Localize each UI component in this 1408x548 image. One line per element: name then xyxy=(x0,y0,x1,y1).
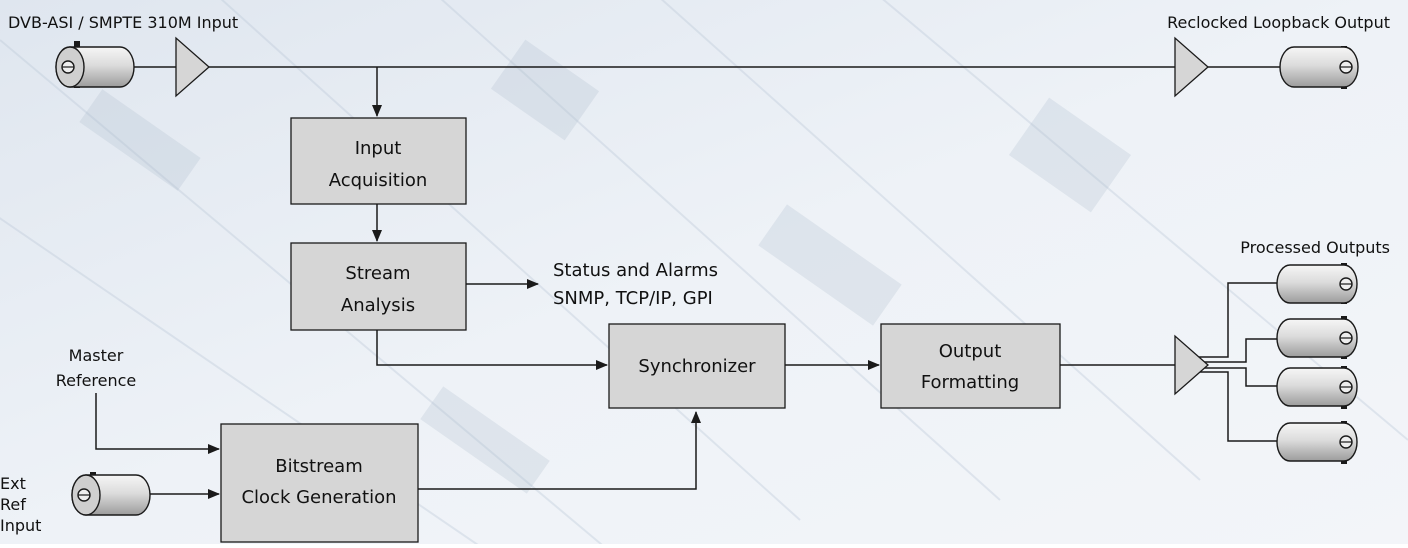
processed-output-4-bnc-connector-icon xyxy=(1276,421,1358,464)
status-label-line1: Status and Alarms xyxy=(553,260,718,281)
processed-output-3-bnc-connector-icon xyxy=(1276,366,1358,409)
output-amplifier-icon xyxy=(1174,334,1209,396)
input-bnc-connector-icon xyxy=(55,41,135,88)
input-label: DVB-ASI / SMPTE 310M Input xyxy=(8,13,238,32)
ext-ref-input-line2: Ref xyxy=(0,495,26,514)
block-label: Stream xyxy=(345,263,410,284)
status-label-line2: SNMP, TCP/IP, GPI xyxy=(553,288,713,309)
signal-lines xyxy=(95,66,1290,499)
processed-outputs-label: Processed Outputs xyxy=(1240,238,1390,257)
input-acquisition-block: Input Acquisition xyxy=(290,117,467,205)
loopback-bnc-connector-icon xyxy=(1279,46,1359,89)
block-label: Acquisition xyxy=(329,170,428,191)
block-label: Synchronizer xyxy=(638,356,756,377)
ext-ref-input-line1: Ext xyxy=(0,474,26,493)
ext-ref-input-line3: Input xyxy=(0,516,41,535)
input-amplifier-icon xyxy=(175,36,210,98)
block-label: Output xyxy=(939,341,1002,362)
master-reference-line1: Master xyxy=(69,346,124,365)
bitstream-clock-generation-block: Bitstream Clock Generation xyxy=(220,423,419,543)
block-label: Formatting xyxy=(921,372,1019,393)
block-label: Clock Generation xyxy=(241,487,396,508)
ext-ref-bnc-connector-icon xyxy=(71,472,151,516)
block-label: Input xyxy=(355,138,402,159)
processed-output-1-bnc-connector-icon xyxy=(1276,263,1358,304)
loopback-label: Reclocked Loopback Output xyxy=(1167,13,1390,32)
processed-output-2-bnc-connector-icon xyxy=(1276,316,1358,359)
loopback-amplifier-icon xyxy=(1174,36,1209,98)
output-formatting-block: Output Formatting xyxy=(880,323,1061,409)
stream-analysis-block: Stream Analysis xyxy=(290,242,467,331)
block-label: Bitstream xyxy=(275,456,363,477)
block-label: Analysis xyxy=(341,295,415,316)
master-reference-line2: Reference xyxy=(56,371,137,390)
synchronizer-block: Synchronizer xyxy=(608,323,786,409)
